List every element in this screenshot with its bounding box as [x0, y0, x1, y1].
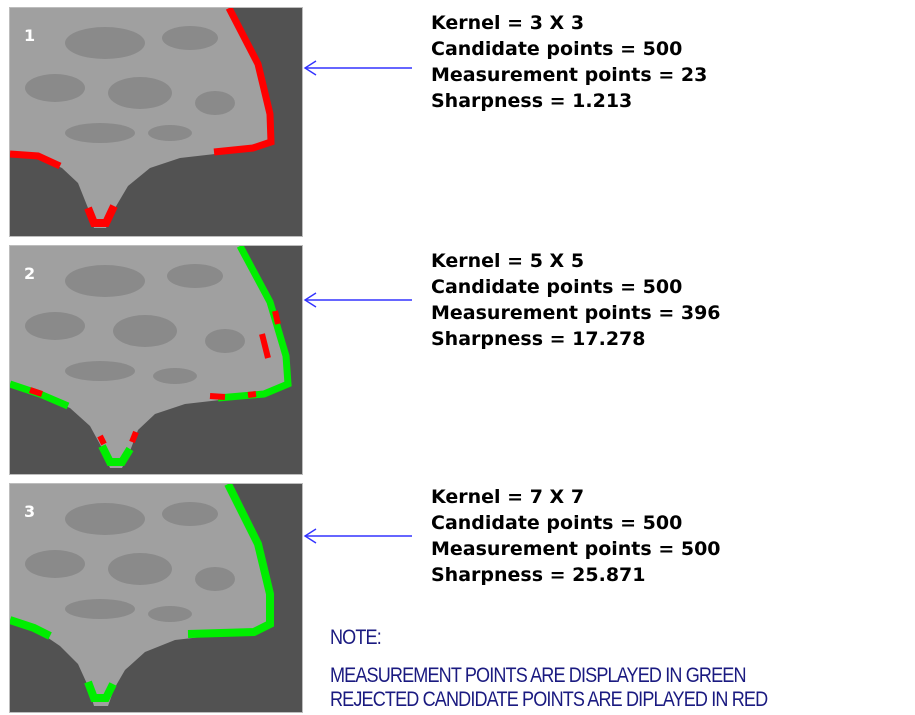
panel-3-stats: Kernel = 7 X 7 Candidate points = 500 Me… [431, 484, 721, 588]
arrow-left-icon [303, 292, 412, 308]
note-line-green: MEASUREMENT POINTS ARE DISPLAYED IN GREE… [330, 664, 747, 687]
candidate-points-label: Candidate points = 500 [431, 276, 683, 298]
arrow-left-icon [303, 528, 412, 544]
kernel-label: Kernel = 3 X 3 [431, 12, 585, 34]
texture [25, 264, 245, 384]
kernel-label: Kernel = 7 X 7 [431, 486, 585, 508]
note-line-red: REJECTED CANDIDATE POINTS ARE DIPLAYED I… [330, 688, 768, 711]
sharpness-label: Sharpness = 25.871 [431, 564, 646, 586]
arrow-left-icon [303, 60, 412, 76]
panel-2-number: 2 [24, 264, 36, 283]
texture [25, 26, 235, 143]
edge-right [217, 246, 292, 402]
panel-2-image [9, 245, 303, 475]
panel-1-stats: Kernel = 3 X 3 Candidate points = 500 Me… [431, 10, 707, 114]
panel-1-number: 1 [24, 26, 36, 45]
edge-image-2 [10, 246, 292, 468]
panel-3-number: 3 [24, 502, 36, 521]
edge-right [213, 8, 275, 156]
edge-left [10, 616, 52, 640]
edge-left [10, 150, 62, 170]
edge-bottom [84, 204, 118, 227]
edge-bottom [98, 444, 134, 466]
edge-image-1 [10, 8, 275, 228]
panel-1-image [9, 7, 303, 237]
kernel-label: Kernel = 5 X 5 [431, 250, 585, 272]
edge-right [187, 484, 274, 638]
light-shape [10, 8, 273, 228]
sharpness-label: Sharpness = 17.278 [431, 328, 646, 350]
light-shape [10, 484, 272, 706]
measurement-points-label: Measurement points = 23 [431, 64, 708, 86]
candidate-points-label: Candidate points = 500 [431, 38, 683, 60]
measurement-points-label: Measurement points = 500 [431, 538, 721, 560]
light-shape [10, 246, 290, 468]
rejected-points [29, 310, 281, 446]
texture [25, 502, 235, 622]
sharpness-label: Sharpness = 1.213 [431, 90, 633, 112]
panel-2-stats: Kernel = 5 X 5 Candidate points = 500 Me… [431, 248, 721, 352]
candidate-points-label: Candidate points = 500 [431, 512, 683, 534]
edge-image-3 [10, 484, 274, 706]
measurement-points-label: Measurement points = 396 [431, 302, 721, 324]
panel-3-image [9, 483, 303, 713]
edge-bottom [84, 680, 117, 702]
note-title: NOTE: [330, 626, 382, 649]
